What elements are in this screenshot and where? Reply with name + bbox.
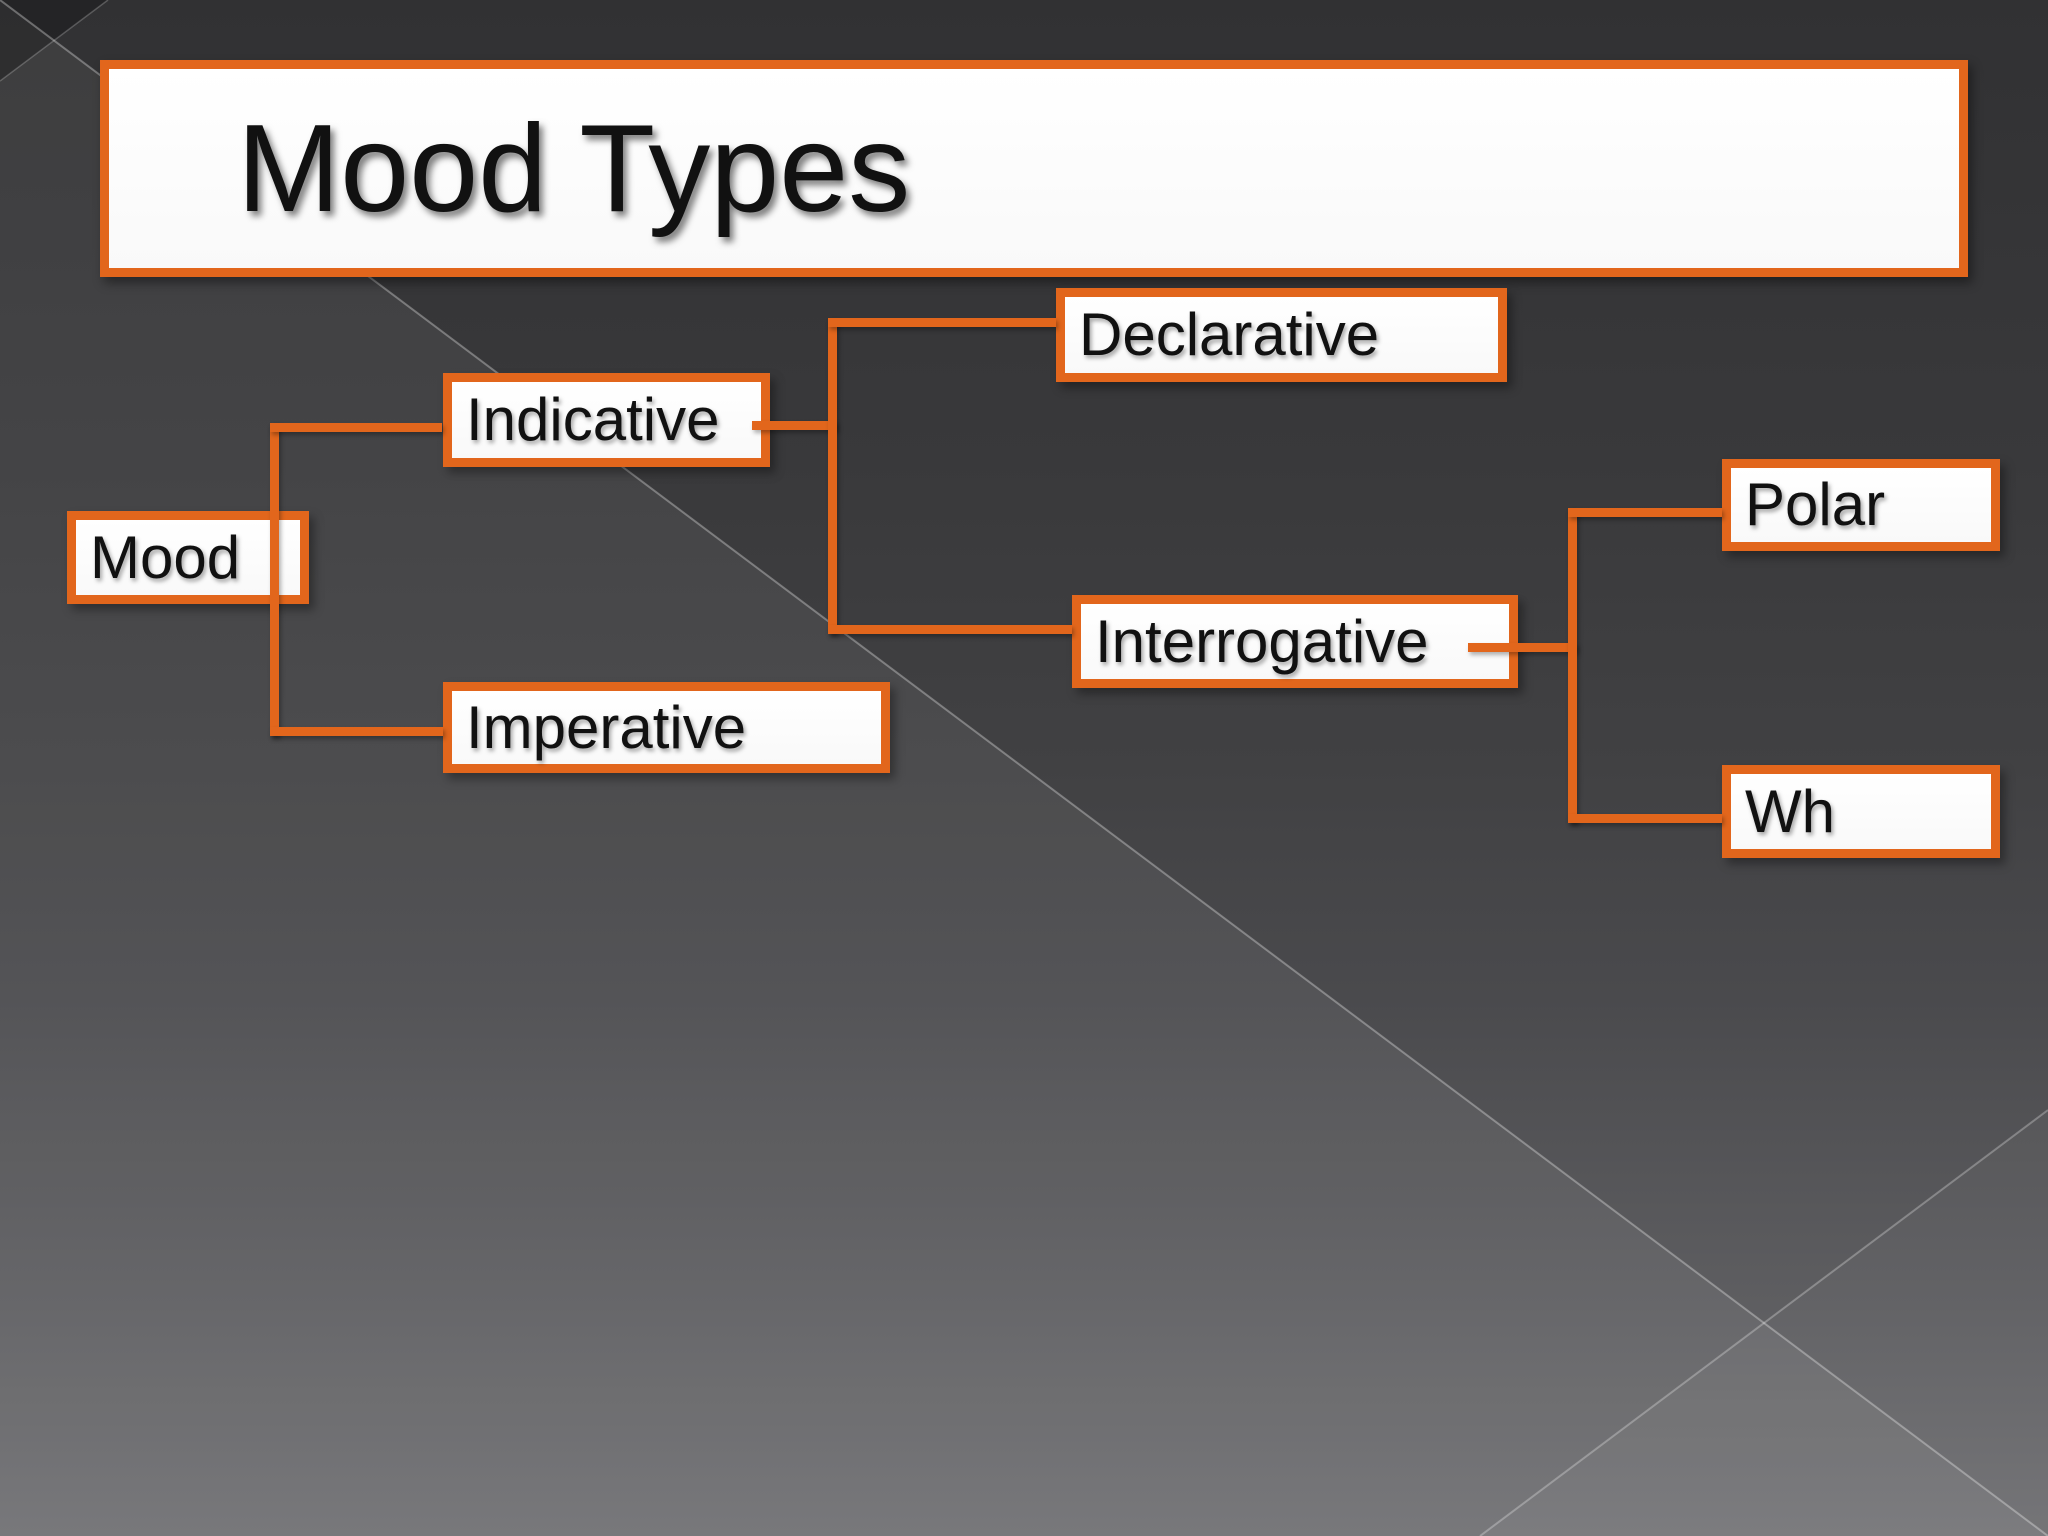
node-declarative: Declarative xyxy=(1056,288,1507,382)
connector-indicative-declarative xyxy=(828,318,1056,327)
node-indicative-label: Indicative xyxy=(466,386,720,453)
connector-indicative-stub xyxy=(752,421,837,430)
connector-mood-imperative xyxy=(270,727,443,736)
node-interrogative: Interrogative xyxy=(1072,595,1518,688)
slide-title-box: Mood Types xyxy=(100,60,1968,277)
node-declarative-label: Declarative xyxy=(1079,301,1380,368)
node-wh-label: Wh xyxy=(1745,777,1835,845)
node-imperative-label: Imperative xyxy=(466,693,747,761)
connector-mood-children-vertical xyxy=(270,423,279,736)
connector-indicative-children-vertical xyxy=(828,318,837,634)
node-wh: Wh xyxy=(1722,765,2000,858)
node-mood: Mood xyxy=(67,511,309,604)
connector-interrogative-children-vertical xyxy=(1568,508,1577,823)
connector-interrogative-stub xyxy=(1468,643,1577,652)
node-polar: Polar xyxy=(1722,459,2000,551)
node-polar-label: Polar xyxy=(1745,471,1886,538)
node-mood-label: Mood xyxy=(90,523,241,591)
connector-interrogative-wh xyxy=(1568,814,1722,823)
connector-mood-indicative xyxy=(270,423,442,432)
node-imperative: Imperative xyxy=(443,682,890,773)
slide-title-text: Mood Types xyxy=(237,99,911,238)
node-interrogative-label: Interrogative xyxy=(1095,607,1429,675)
node-indicative: Indicative xyxy=(443,373,770,467)
connector-indicative-interrogative xyxy=(828,625,1072,634)
connector-interrogative-polar xyxy=(1568,508,1722,517)
